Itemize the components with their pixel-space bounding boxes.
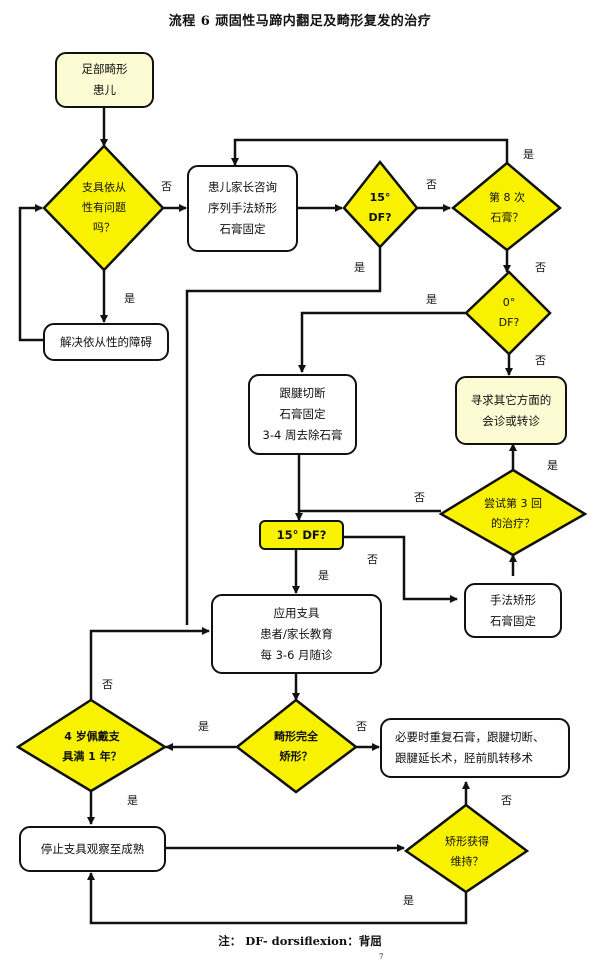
node-tenotomy-line2: 石膏固定 bbox=[279, 407, 326, 421]
label-df15-first-no: 否 bbox=[426, 178, 437, 191]
node-consult-line3: 石膏固定 bbox=[219, 222, 266, 236]
node-manip-line1: 手法矫形 bbox=[490, 592, 536, 607]
label-df0-yes: 是 bbox=[426, 293, 437, 306]
node-start-line2: 患儿 bbox=[93, 83, 116, 97]
node-manip: 手法矫形 石膏固定 bbox=[464, 583, 562, 638]
decision-df0-line2: DF? bbox=[498, 316, 520, 329]
label-maintained-no: 否 bbox=[501, 794, 512, 807]
decision-maintained bbox=[403, 803, 530, 894]
decision-df0-line1: 0° bbox=[502, 296, 516, 309]
decision-cast8-line2: 石膏？ bbox=[490, 211, 524, 224]
decision-df0 bbox=[464, 270, 552, 356]
edge-df0-tenotomy bbox=[298, 311, 465, 373]
label-cast8-no: 否 bbox=[535, 261, 546, 274]
node-surgery-line1: 必要时重复石膏，跟腱切断、 bbox=[395, 730, 545, 744]
label-df15-first-yes: 是 bbox=[354, 261, 365, 274]
node-brace: 应用支具 患者/家长教育 每 3-6 月随诊 bbox=[211, 594, 382, 674]
node-start-line1: 足部畸形 bbox=[81, 62, 128, 76]
decision-maintained-line1: 矫形获得 bbox=[445, 835, 489, 848]
label-maintained-yes: 是 bbox=[403, 894, 414, 907]
node-referral-line1: 寻求其它方面的 bbox=[470, 392, 552, 407]
decision-df15-first-line2: DF? bbox=[368, 211, 392, 224]
label-age4-yes: 是 bbox=[127, 794, 138, 807]
decision-corrected-line2: 矫形？ bbox=[279, 750, 313, 763]
page-number: 7 bbox=[379, 953, 384, 961]
edge-cast8-consult bbox=[231, 138, 509, 166]
decision-age4 bbox=[15, 698, 168, 793]
node-stop-text: 停止支具观察至成熟 bbox=[40, 841, 145, 856]
decision-cast8 bbox=[451, 161, 562, 252]
label-compliance-no: 否 bbox=[161, 180, 172, 193]
node-consult-line2: 序列手法矫形 bbox=[208, 201, 277, 215]
decision-df15-first bbox=[342, 159, 419, 249]
node-tenotomy-line1: 跟腱切断 bbox=[279, 386, 326, 400]
decision-corrected-text: 畸形完全 矫形？ bbox=[262, 725, 330, 769]
decision-compliance bbox=[42, 144, 165, 272]
label-cast8-yes: 是 bbox=[523, 148, 534, 161]
edge-maintained-stop bbox=[87, 872, 468, 925]
edge-age4-brace bbox=[89, 627, 210, 700]
decision-corrected-line1: 畸形完全 bbox=[274, 730, 318, 743]
label-third-try-no: 否 bbox=[414, 491, 425, 504]
node-consult-line1: 患儿家长咨询 bbox=[208, 180, 277, 194]
node-manip-line2: 石膏固定 bbox=[490, 613, 536, 628]
label-df15-second-no: 否 bbox=[367, 553, 378, 566]
node-start: 足部畸形 患儿 bbox=[55, 52, 154, 108]
node-brace-line3: 每 3-6 月随诊 bbox=[260, 647, 333, 662]
node-surgery-line2: 跟腱延长术，胫前肌转移术 bbox=[395, 751, 533, 765]
decision-maintained-line2: 维持？ bbox=[450, 855, 484, 868]
label-df0-no: 否 bbox=[535, 354, 546, 367]
label-corrected-yes: 是 bbox=[198, 720, 209, 733]
node-brace-line1: 应用支具 bbox=[273, 605, 320, 620]
diagram-title: 流程 6 顽固性马蹄内翻足及畸形复发的治疗 bbox=[168, 14, 432, 29]
node-brace-line2: 患者/家长教育 bbox=[260, 626, 333, 641]
decision-compliance-text: 支具依从 性有问题 吗？ bbox=[64, 175, 144, 241]
decision-compliance-line2: 性有问题 bbox=[82, 201, 126, 214]
label-df15-second-yes: 是 bbox=[318, 569, 329, 582]
decision-age4-text: 4 岁佩戴支 具满 1 年？ bbox=[46, 725, 138, 769]
decision-corrected bbox=[234, 698, 359, 794]
decision-third-try-text: 尝试第 3 回 的治疗？ bbox=[473, 492, 553, 536]
node-surgery: 必要时重复石膏，跟腱切断、 跟腱延长术，胫前肌转移术 bbox=[380, 718, 570, 778]
label-third-try-yes: 是 bbox=[547, 459, 558, 472]
node-referral-line2: 会诊或转诊 bbox=[482, 413, 540, 428]
decision-age4-line1: 4 岁佩戴支 bbox=[64, 730, 120, 743]
decision-maintained-text: 矫形获得 维持？ bbox=[432, 830, 502, 874]
node-consult: 患儿家长咨询 序列手法矫形 石膏固定 bbox=[187, 165, 298, 252]
decision-cast8-line1: 第 8 次 bbox=[489, 191, 525, 204]
edge-df15q2-manip bbox=[343, 535, 458, 603]
decision-third-try-line2: 的治疗？ bbox=[491, 517, 535, 530]
edge-resolve-compliance bbox=[18, 204, 43, 342]
decision-cast8-text: 第 8 次 石膏？ bbox=[475, 186, 539, 230]
decision-compliance-line3: 吗？ bbox=[93, 221, 115, 234]
node-tenotomy-line3: 3-4 周去除石膏 bbox=[262, 428, 343, 442]
label-compliance-yes: 是 bbox=[124, 292, 135, 305]
label-corrected-no: 否 bbox=[356, 720, 367, 733]
node-resolve-text: 解决依从性的障碍 bbox=[60, 334, 152, 349]
node-df15-second: 15° DF? bbox=[259, 520, 344, 550]
decision-df15-first-text: 15° DF? bbox=[355, 185, 405, 231]
decision-df15-first-line1: 15° bbox=[369, 191, 391, 204]
node-referral: 寻求其它方面的 会诊或转诊 bbox=[455, 376, 567, 445]
edge-df15-brace bbox=[185, 246, 382, 625]
node-df15-second-text: 15° DF? bbox=[276, 527, 327, 542]
decision-compliance-line1: 支具依从 bbox=[82, 181, 126, 194]
label-age4-no: 否 bbox=[102, 678, 113, 691]
decision-age4-line2: 具满 1 年？ bbox=[62, 750, 122, 763]
decision-df0-text: 0° DF? bbox=[484, 291, 534, 335]
decision-third-try-line1: 尝试第 3 回 bbox=[484, 497, 542, 510]
footnote: 注： DF- dorsiflexion：背屈 bbox=[218, 934, 382, 948]
node-resolve: 解决依从性的障碍 bbox=[43, 323, 169, 361]
node-stop: 停止支具观察至成熟 bbox=[19, 826, 166, 872]
decision-third-try bbox=[438, 468, 588, 557]
node-tenotomy: 跟腱切断 石膏固定 3-4 周去除石膏 bbox=[248, 374, 357, 455]
